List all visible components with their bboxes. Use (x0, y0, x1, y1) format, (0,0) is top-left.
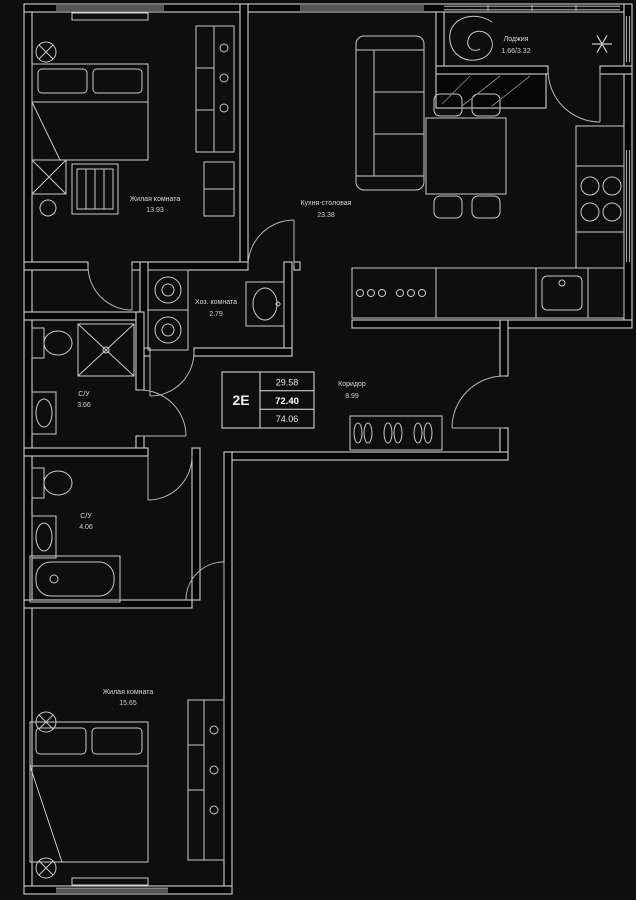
area-corridor: 8.99 (345, 393, 359, 400)
bathtub (29, 555, 121, 603)
wall (293, 261, 301, 271)
wardrobe (195, 25, 235, 153)
label-bedroom-top: Жилая комната (130, 196, 181, 203)
chairs (433, 93, 501, 219)
loggia-glazing-right (625, 16, 631, 62)
wall (435, 11, 445, 75)
unit-area-total: 72.40 (275, 396, 299, 407)
wall (23, 311, 145, 321)
shower (77, 323, 135, 377)
utility-fixtures (147, 269, 285, 351)
door-kitchen (247, 219, 295, 267)
window-right (625, 150, 631, 262)
radiator (71, 877, 149, 886)
wall (499, 319, 509, 377)
window (56, 887, 168, 893)
dining-table (425, 117, 507, 195)
door-bath-small (139, 389, 187, 437)
kitchen-counter-right (575, 125, 625, 269)
area-bedroom-top: 13.93 (146, 207, 164, 214)
bathroom-small-fixtures (31, 323, 135, 435)
unit-area-living: 29.58 (276, 378, 299, 388)
wall (191, 447, 201, 601)
washbasin (31, 515, 57, 559)
area-bath-big: 4.06 (79, 524, 93, 531)
wall (193, 347, 293, 357)
loggia-glazing (444, 5, 620, 11)
window (56, 5, 164, 11)
shoe-rack (349, 415, 443, 451)
label-bedroom-bottom: Жилая комната (103, 689, 154, 696)
double-bed (29, 721, 149, 863)
door-bath-big (147, 455, 193, 501)
label-utility: Хоз. комната (195, 299, 237, 306)
laundry-basket (31, 159, 67, 195)
wall (223, 451, 509, 461)
unit-area-overall: 74.06 (276, 414, 299, 424)
walls (23, 3, 633, 895)
vent-icon (35, 857, 57, 879)
wall (23, 599, 193, 609)
area-bedroom-bottom: 15.65 (119, 700, 137, 707)
unit-type-label: 2Е (232, 392, 249, 408)
label-kitchen: Кухня-столовая (301, 200, 352, 207)
washbasin (31, 391, 57, 435)
area-utility: 2.79 (209, 311, 223, 318)
plant-decor (449, 15, 493, 61)
shaft-hatch (441, 75, 531, 107)
wall (499, 319, 633, 329)
sofa (355, 35, 425, 191)
area-bath-small: 3.66 (77, 402, 91, 409)
wall (135, 311, 145, 391)
wall (131, 261, 249, 271)
label-bath-small: С/У (78, 391, 90, 398)
label-bath-big: С/У (80, 513, 92, 520)
area-loggia: 1.66/3.32 (501, 48, 530, 55)
kitchen-furniture (351, 35, 625, 319)
door-utility (149, 351, 195, 397)
label-loggia: Лоджия (504, 36, 529, 43)
stool (39, 199, 57, 217)
unit-info-box: 2Е 29.58 72.40 74.06 (221, 371, 315, 429)
washing-machine (147, 309, 189, 351)
wardrobe (187, 699, 225, 861)
double-bed (31, 63, 149, 161)
crib (71, 163, 119, 215)
window (300, 5, 424, 11)
bedroom-bottom-furniture (29, 699, 225, 886)
radiator (71, 12, 149, 21)
bathroom-big-fixtures (29, 467, 121, 603)
area-kitchen: 23.38 (317, 212, 335, 219)
wall (23, 261, 89, 271)
utility-sink (245, 281, 285, 327)
wall (223, 451, 233, 895)
door-bedroom-bottom (185, 561, 225, 601)
corridor-fixtures (349, 415, 443, 451)
windows (56, 5, 631, 893)
washing-machine (147, 269, 189, 311)
loggia-content (449, 15, 612, 61)
doors (87, 69, 601, 601)
wall (239, 3, 249, 271)
door-loggia (547, 69, 601, 123)
door-bedroom-top (87, 265, 133, 311)
snowflake-icon (592, 35, 612, 53)
toilet (31, 467, 73, 499)
toilet (31, 327, 73, 359)
wall (283, 261, 293, 357)
kitchen-counter-bottom (351, 267, 625, 319)
dresser (203, 161, 235, 217)
wall (599, 65, 633, 75)
wall (351, 319, 501, 329)
wall (435, 73, 547, 109)
vent-icon (35, 41, 57, 63)
kitchen-sink (541, 275, 583, 311)
wall (23, 447, 149, 457)
wall (435, 65, 549, 75)
room-labels: Жилая комната 13.93 Кухня-столовая 23.38… (77, 36, 531, 707)
label-corridor: Коридор (338, 381, 366, 388)
bedroom-top-furniture (31, 12, 235, 217)
door-entrance (451, 375, 505, 429)
